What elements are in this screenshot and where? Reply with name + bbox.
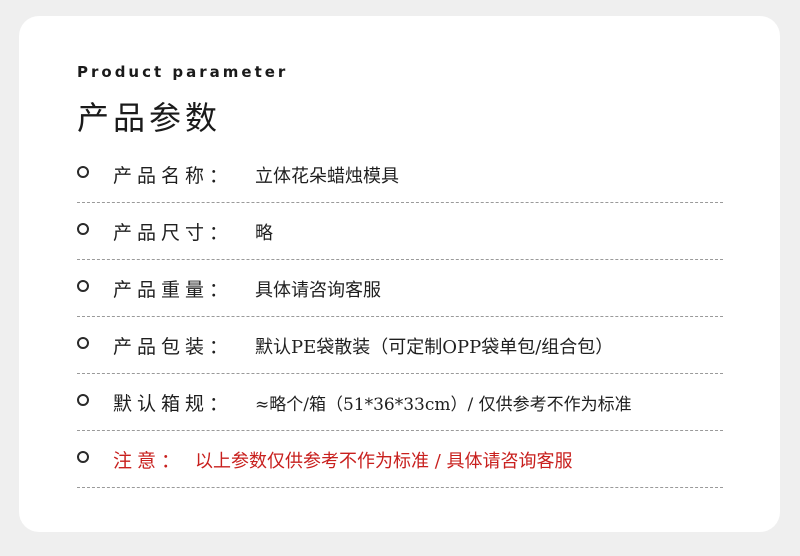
param-value: 略 bbox=[255, 223, 273, 244]
section-subtitle: Product parameter bbox=[77, 63, 289, 81]
param-value: 具体请咨询客服 bbox=[255, 280, 381, 301]
note-value: 以上参数仅供参考不作为标准 / 具体请咨询客服 bbox=[195, 451, 573, 472]
parameter-list: 产品名称： 立体花朵蜡烛模具 产品尺寸： 略 产品重量： 具体请咨询客服 产品包… bbox=[77, 146, 723, 488]
circle-bullet-icon bbox=[77, 280, 89, 292]
param-row-packaging: 产品包装： 默认PE袋散装（可定制OPP袋单包/组合包） bbox=[77, 317, 723, 374]
circle-bullet-icon bbox=[77, 223, 89, 235]
parameter-card bbox=[19, 16, 780, 532]
note-label: 注意： bbox=[113, 450, 186, 472]
param-label: 产品尺寸： bbox=[113, 222, 234, 244]
circle-bullet-icon bbox=[77, 166, 89, 178]
circle-bullet-icon bbox=[77, 337, 89, 349]
param-label: 产品名称： bbox=[113, 165, 234, 187]
param-label: 产品重量： bbox=[113, 279, 234, 301]
param-row-carton: 默认箱规： ≈略个/箱（51*36*33cm）/ 仅供参考不作为标准 bbox=[77, 374, 723, 431]
param-row-size: 产品尺寸： 略 bbox=[77, 203, 723, 260]
param-row-note: 注意： 以上参数仅供参考不作为标准 / 具体请咨询客服 bbox=[77, 431, 723, 488]
param-value: 立体花朵蜡烛模具 bbox=[255, 166, 399, 187]
param-row-weight: 产品重量： 具体请咨询客服 bbox=[77, 260, 723, 317]
param-value: 默认PE袋散装（可定制OPP袋单包/组合包） bbox=[255, 337, 614, 358]
circle-bullet-icon bbox=[77, 451, 89, 463]
param-row-name: 产品名称： 立体花朵蜡烛模具 bbox=[77, 146, 723, 203]
param-label: 产品包装： bbox=[113, 336, 234, 358]
circle-bullet-icon bbox=[77, 394, 89, 406]
section-title: 产品参数 bbox=[77, 99, 222, 137]
param-value: ≈略个/箱（51*36*33cm）/ 仅供参考不作为标准 bbox=[255, 395, 632, 415]
param-label: 默认箱规： bbox=[113, 393, 234, 415]
